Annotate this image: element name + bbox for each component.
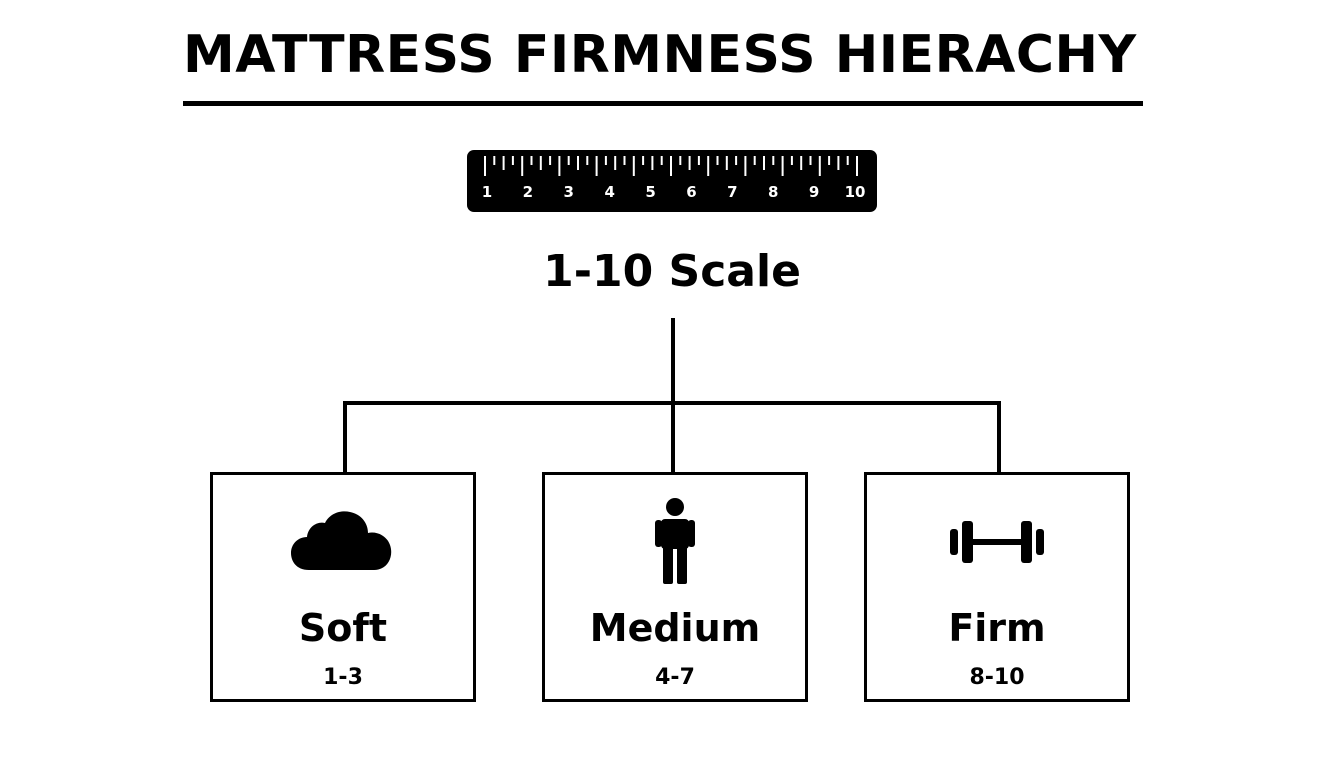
ruler-number-8: 8 <box>768 183 779 201</box>
scale-label: 1-10 Scale <box>543 246 801 297</box>
ruler-number-9: 9 <box>808 183 820 201</box>
firm-label: Firm <box>948 606 1046 650</box>
ruler-number-1: 1 <box>481 183 493 201</box>
ruler-ticks <box>484 156 858 176</box>
ruler-number-5: 5 <box>645 183 656 201</box>
ruler-number-2: 2 <box>522 183 534 201</box>
medium-card: Medium 4-7 <box>542 472 808 702</box>
title-underline <box>183 101 1143 106</box>
ruler-icon: 1 2 3 4 5 6 7 8 9 10 <box>467 150 877 212</box>
ruler-number-7: 7 <box>727 183 738 201</box>
ruler-number-3: 3 <box>563 183 574 201</box>
medium-range: 4-7 <box>655 665 695 690</box>
ruler-number-6: 6 <box>686 183 697 201</box>
diagram-title: MATTRESS FIRMNESS HIERACHY <box>183 25 1137 85</box>
ruler-number-4: 4 <box>604 183 615 201</box>
person-icon <box>655 498 695 584</box>
medium-label: Medium <box>589 606 761 650</box>
ruler-number-10: 10 <box>844 183 866 201</box>
firm-card: Firm 8-10 <box>864 472 1130 702</box>
dumbbell-icon <box>950 521 1044 563</box>
firm-range: 8-10 <box>969 665 1025 690</box>
soft-range: 1-3 <box>323 665 363 690</box>
cloud-icon <box>291 511 392 570</box>
soft-label: Soft <box>298 606 388 650</box>
soft-card: Soft 1-3 <box>210 472 476 702</box>
